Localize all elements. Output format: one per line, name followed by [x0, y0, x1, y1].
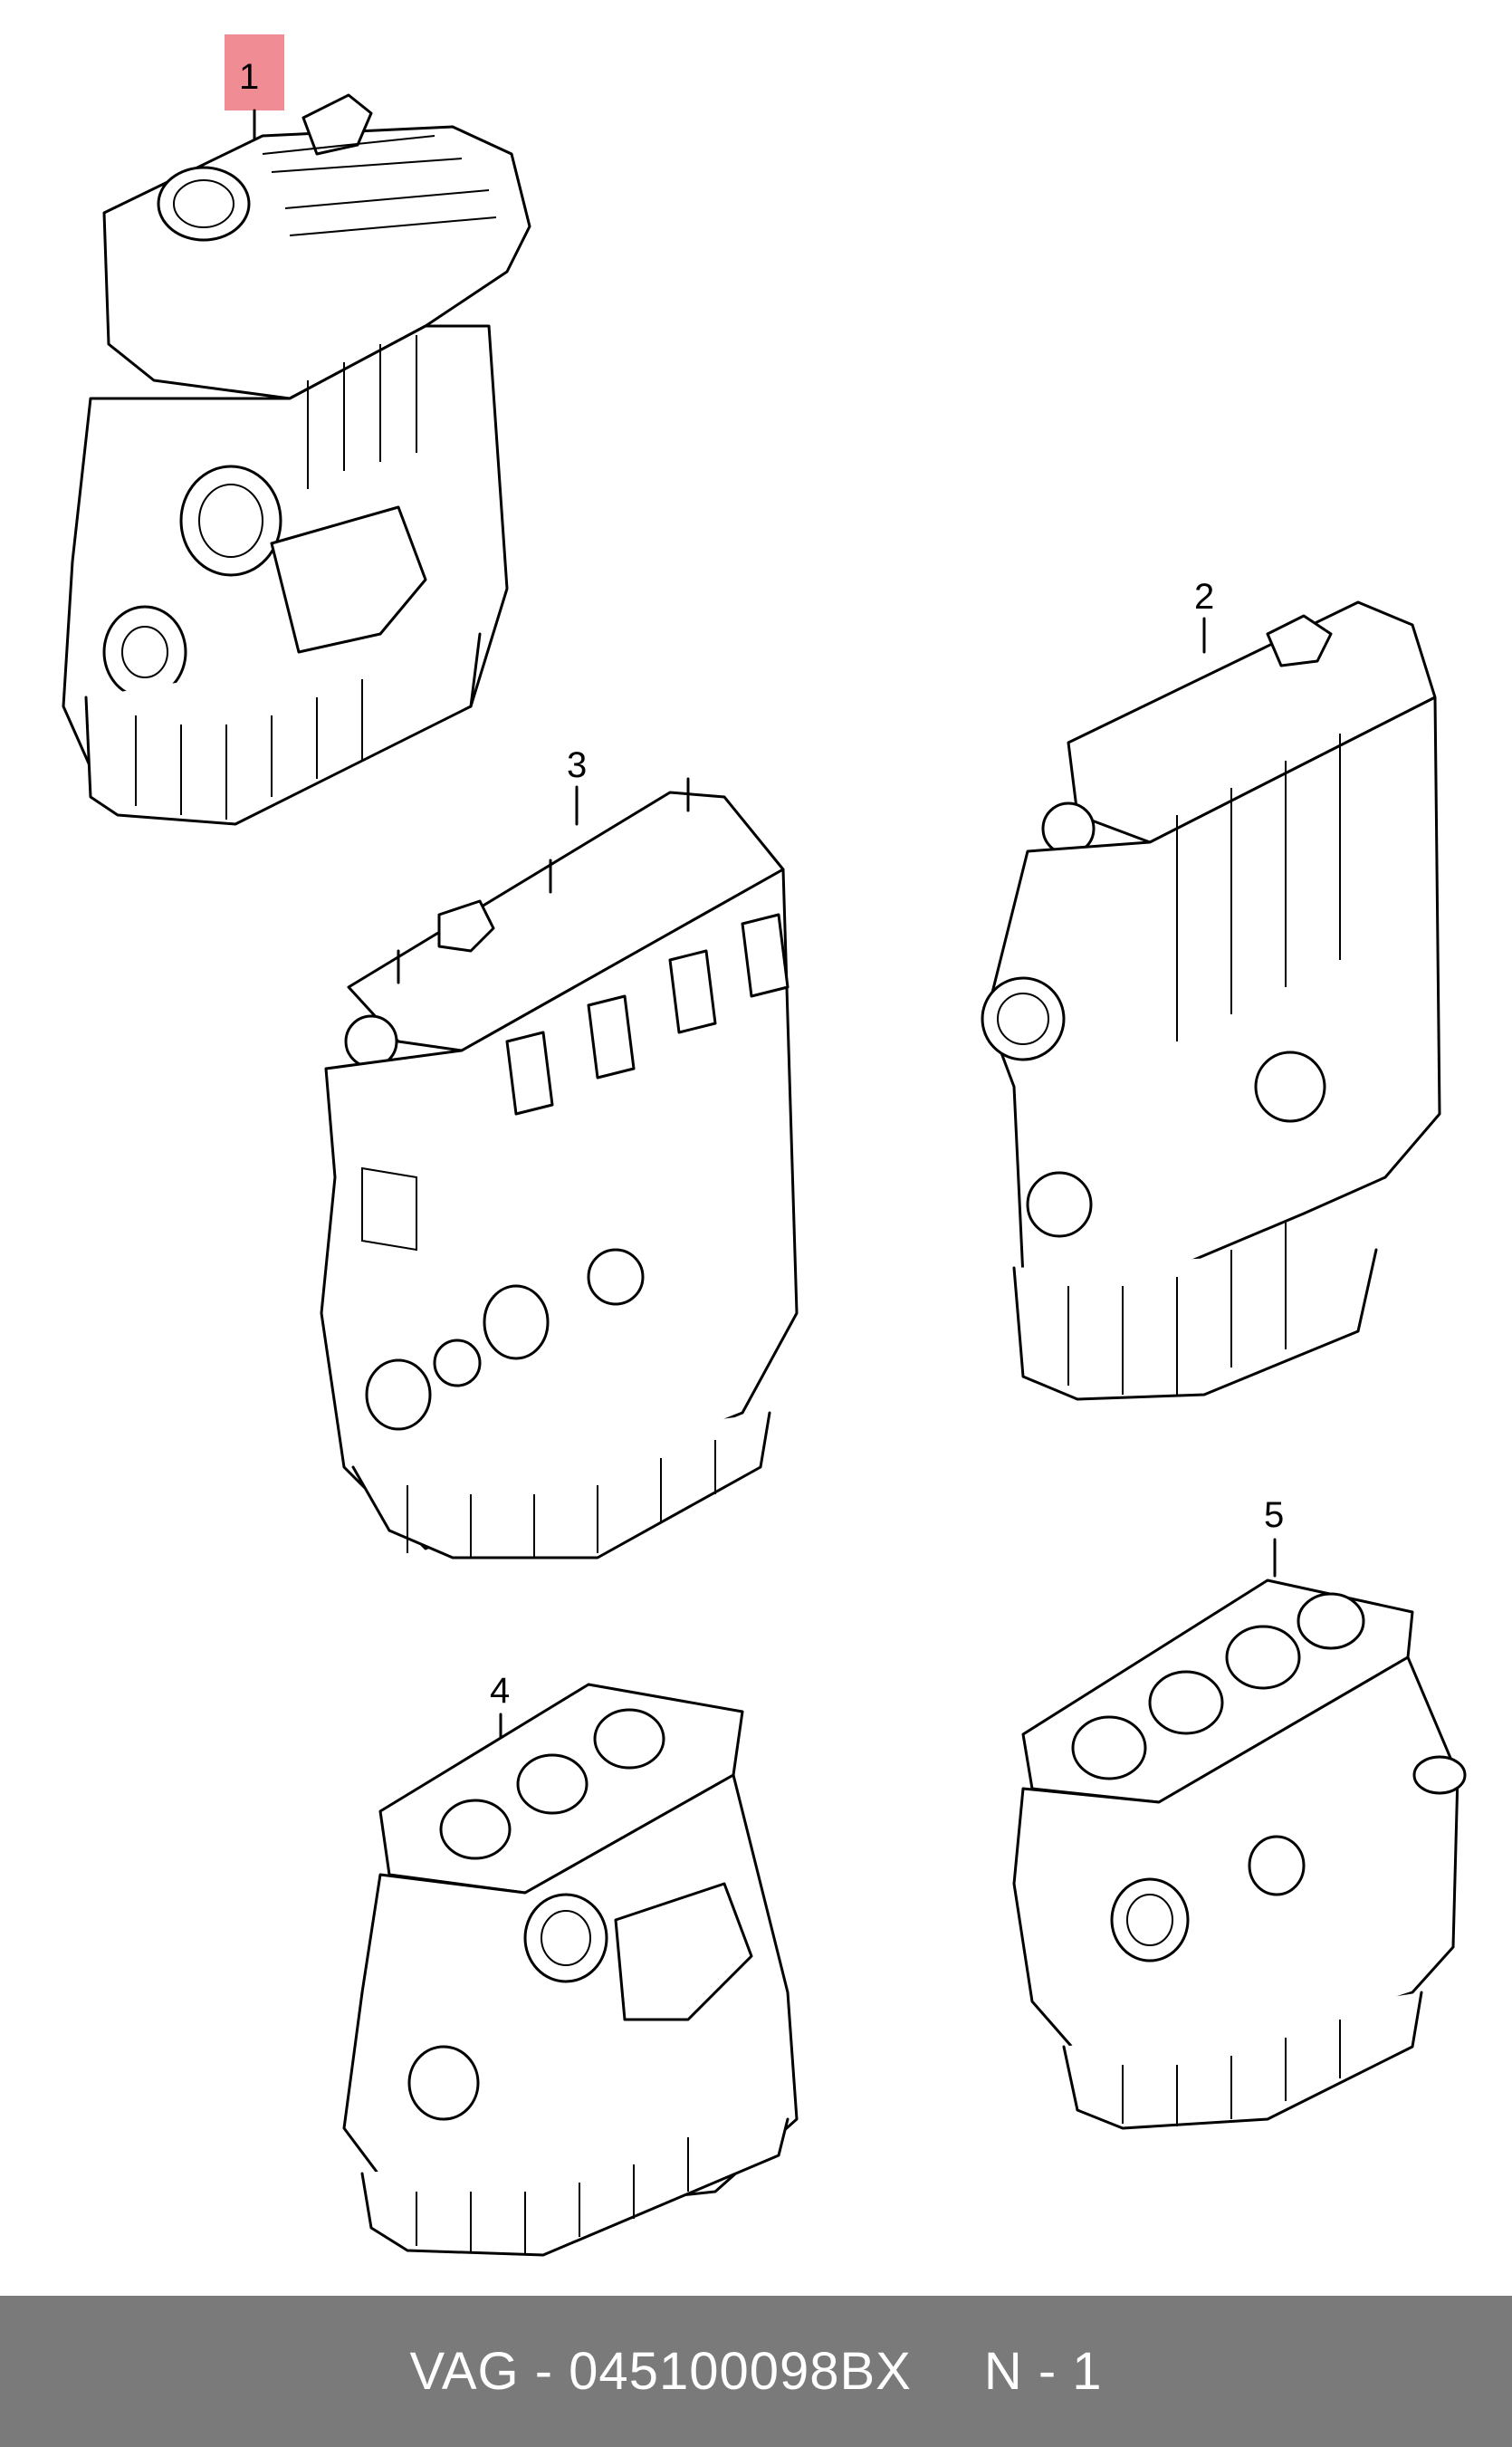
engine-assembly-3[interactable]: 3 [320, 745, 799, 1559]
engine-assembly-5[interactable]: 5 [1012, 1495, 1467, 2130]
part-code: VAG - 045100098BX [409, 2342, 912, 2401]
footer-bar: VAG - 045100098BX N - 1 [0, 2296, 1512, 2447]
callout-1-highlight [225, 34, 284, 110]
callout-5-label: 5 [1264, 1495, 1284, 1535]
engine-parts-diagram: 1 2 3 [62, 34, 1467, 2257]
engine-assembly-4[interactable]: 4 [342, 1671, 799, 2257]
engine-assembly-1[interactable]: 1 [62, 34, 531, 826]
callout-4-label: 4 [490, 1671, 510, 1711]
callout-3-label: 3 [567, 745, 587, 785]
quantity-note: N - 1 [983, 2342, 1103, 2401]
engine-assembly-2[interactable]: 2 [981, 577, 1441, 1401]
callout-1-label: 1 [239, 57, 259, 97]
callout-2-label: 2 [1194, 577, 1214, 617]
